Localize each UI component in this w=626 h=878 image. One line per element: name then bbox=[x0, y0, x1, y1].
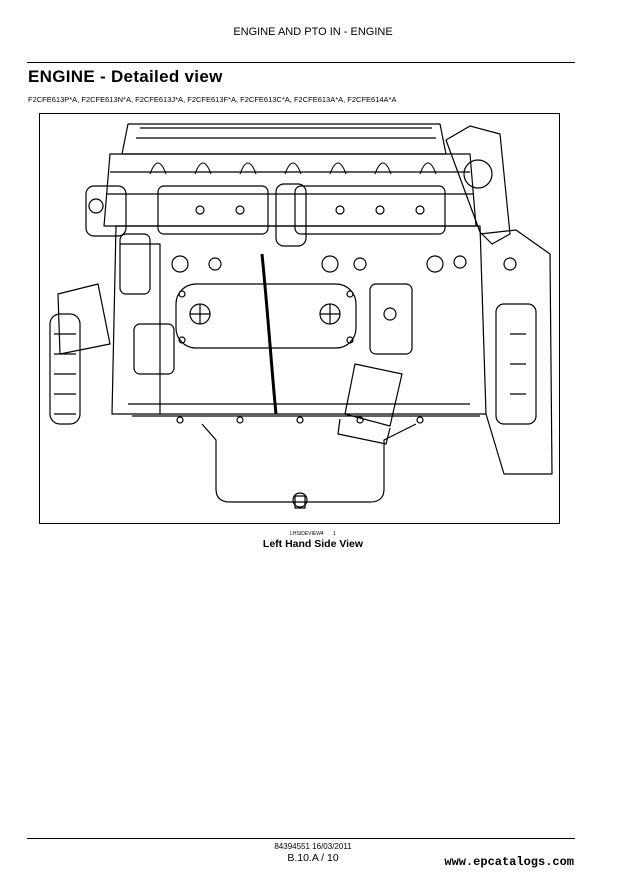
footer-page-number: B.10.A / 10 bbox=[287, 852, 339, 864]
figure-ref-code: LHSIDEVIEW4 bbox=[290, 531, 324, 537]
header-rule bbox=[27, 62, 575, 63]
engine-figure bbox=[39, 113, 560, 524]
footer-doc-code: 84394551 16/03/2011 bbox=[274, 842, 352, 851]
running-header: ENGINE AND PTO IN - ENGINE bbox=[233, 26, 393, 38]
watermark-link[interactable]: www.epcatalogs.com bbox=[444, 855, 574, 869]
figure-reference: LHSIDEVIEW4 1 bbox=[0, 531, 626, 537]
figure-caption: Left Hand Side View bbox=[262, 538, 364, 550]
page-title: ENGINE - Detailed view bbox=[28, 67, 223, 86]
engine-illustration bbox=[49, 123, 553, 509]
footer-rule bbox=[27, 838, 575, 839]
model-list: F2CFE613P*A, F2CFE613N*A, F2CFE613J*A, F… bbox=[28, 95, 397, 104]
figure-ref-number: 1 bbox=[333, 531, 336, 537]
